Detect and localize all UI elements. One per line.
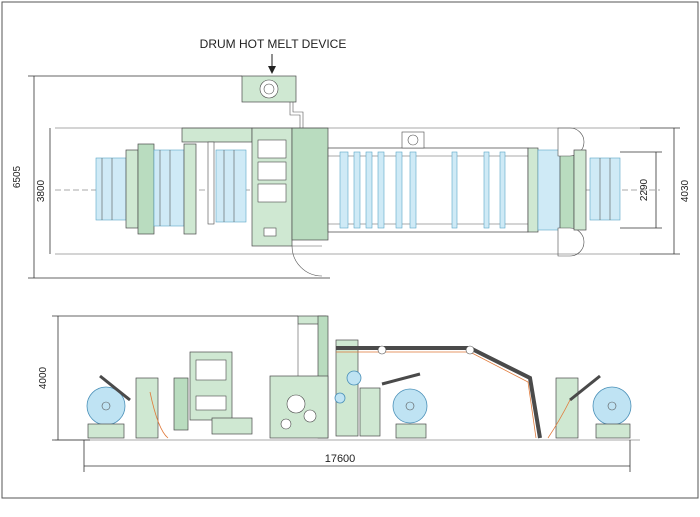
dimension-total-length: 17600 [83,440,631,472]
dimension-inner-height: 3800 [36,128,51,254]
title-arrow [268,54,276,74]
conveyor-arch [336,346,542,439]
svg-text:4030: 4030 [680,179,691,202]
dimension-right-inner: 2290 [620,151,662,229]
right-rewind-roll [592,386,632,426]
dimension-right-outer: 4030 [640,127,691,255]
right-film-roll [589,157,621,221]
side-view [55,315,640,441]
device-title: DRUM HOT MELT DEVICE [200,37,347,51]
svg-text:2290: 2290 [639,178,650,201]
drawing-border [1,1,699,499]
left-film-roll [95,157,127,221]
svg-text:4000: 4000 [38,366,49,389]
conveyor-top [327,147,529,233]
top-view [55,75,660,277]
dimension-side-height: 4000 [38,315,298,441]
svg-text:17600: 17600 [325,453,356,465]
middle-roll [392,388,428,424]
dimension-overall-height: 6505 [12,75,330,279]
svg-text:6505: 6505 [12,165,23,188]
svg-text:3800: 3800 [36,179,47,202]
